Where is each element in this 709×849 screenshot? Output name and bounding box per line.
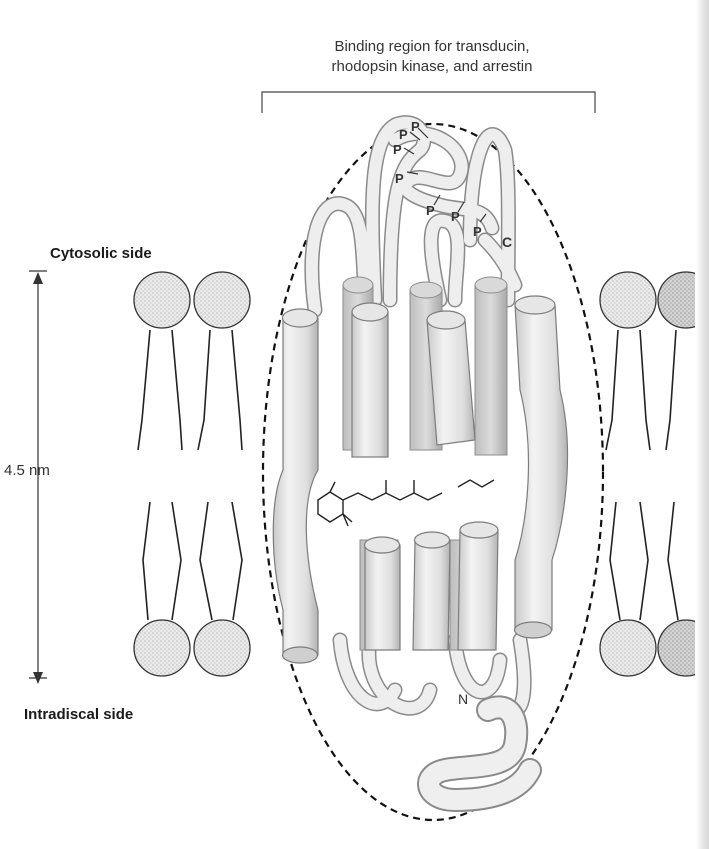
phosphate-label: P [395, 171, 404, 186]
retinal-chromophore [318, 480, 494, 526]
phosphate-label: P [399, 127, 408, 142]
c-terminus-label: C [502, 234, 512, 250]
phosphate-label: P [411, 119, 420, 134]
binding-region-bracket [262, 92, 595, 113]
lipid-left-2 [194, 272, 250, 676]
phosphate-label: P [473, 224, 482, 239]
membrane-thickness-scale-bar [29, 271, 47, 684]
lipid-right-1 [600, 272, 656, 676]
n-terminus-label: N [458, 691, 468, 707]
lipid-left-1 [134, 272, 190, 676]
phosphate-label: P [426, 203, 435, 218]
phosphate-label: P [451, 209, 460, 224]
phosphate-label: P [393, 142, 402, 157]
page-edge-shadow [695, 0, 709, 849]
intradiscal-loops [340, 640, 530, 800]
